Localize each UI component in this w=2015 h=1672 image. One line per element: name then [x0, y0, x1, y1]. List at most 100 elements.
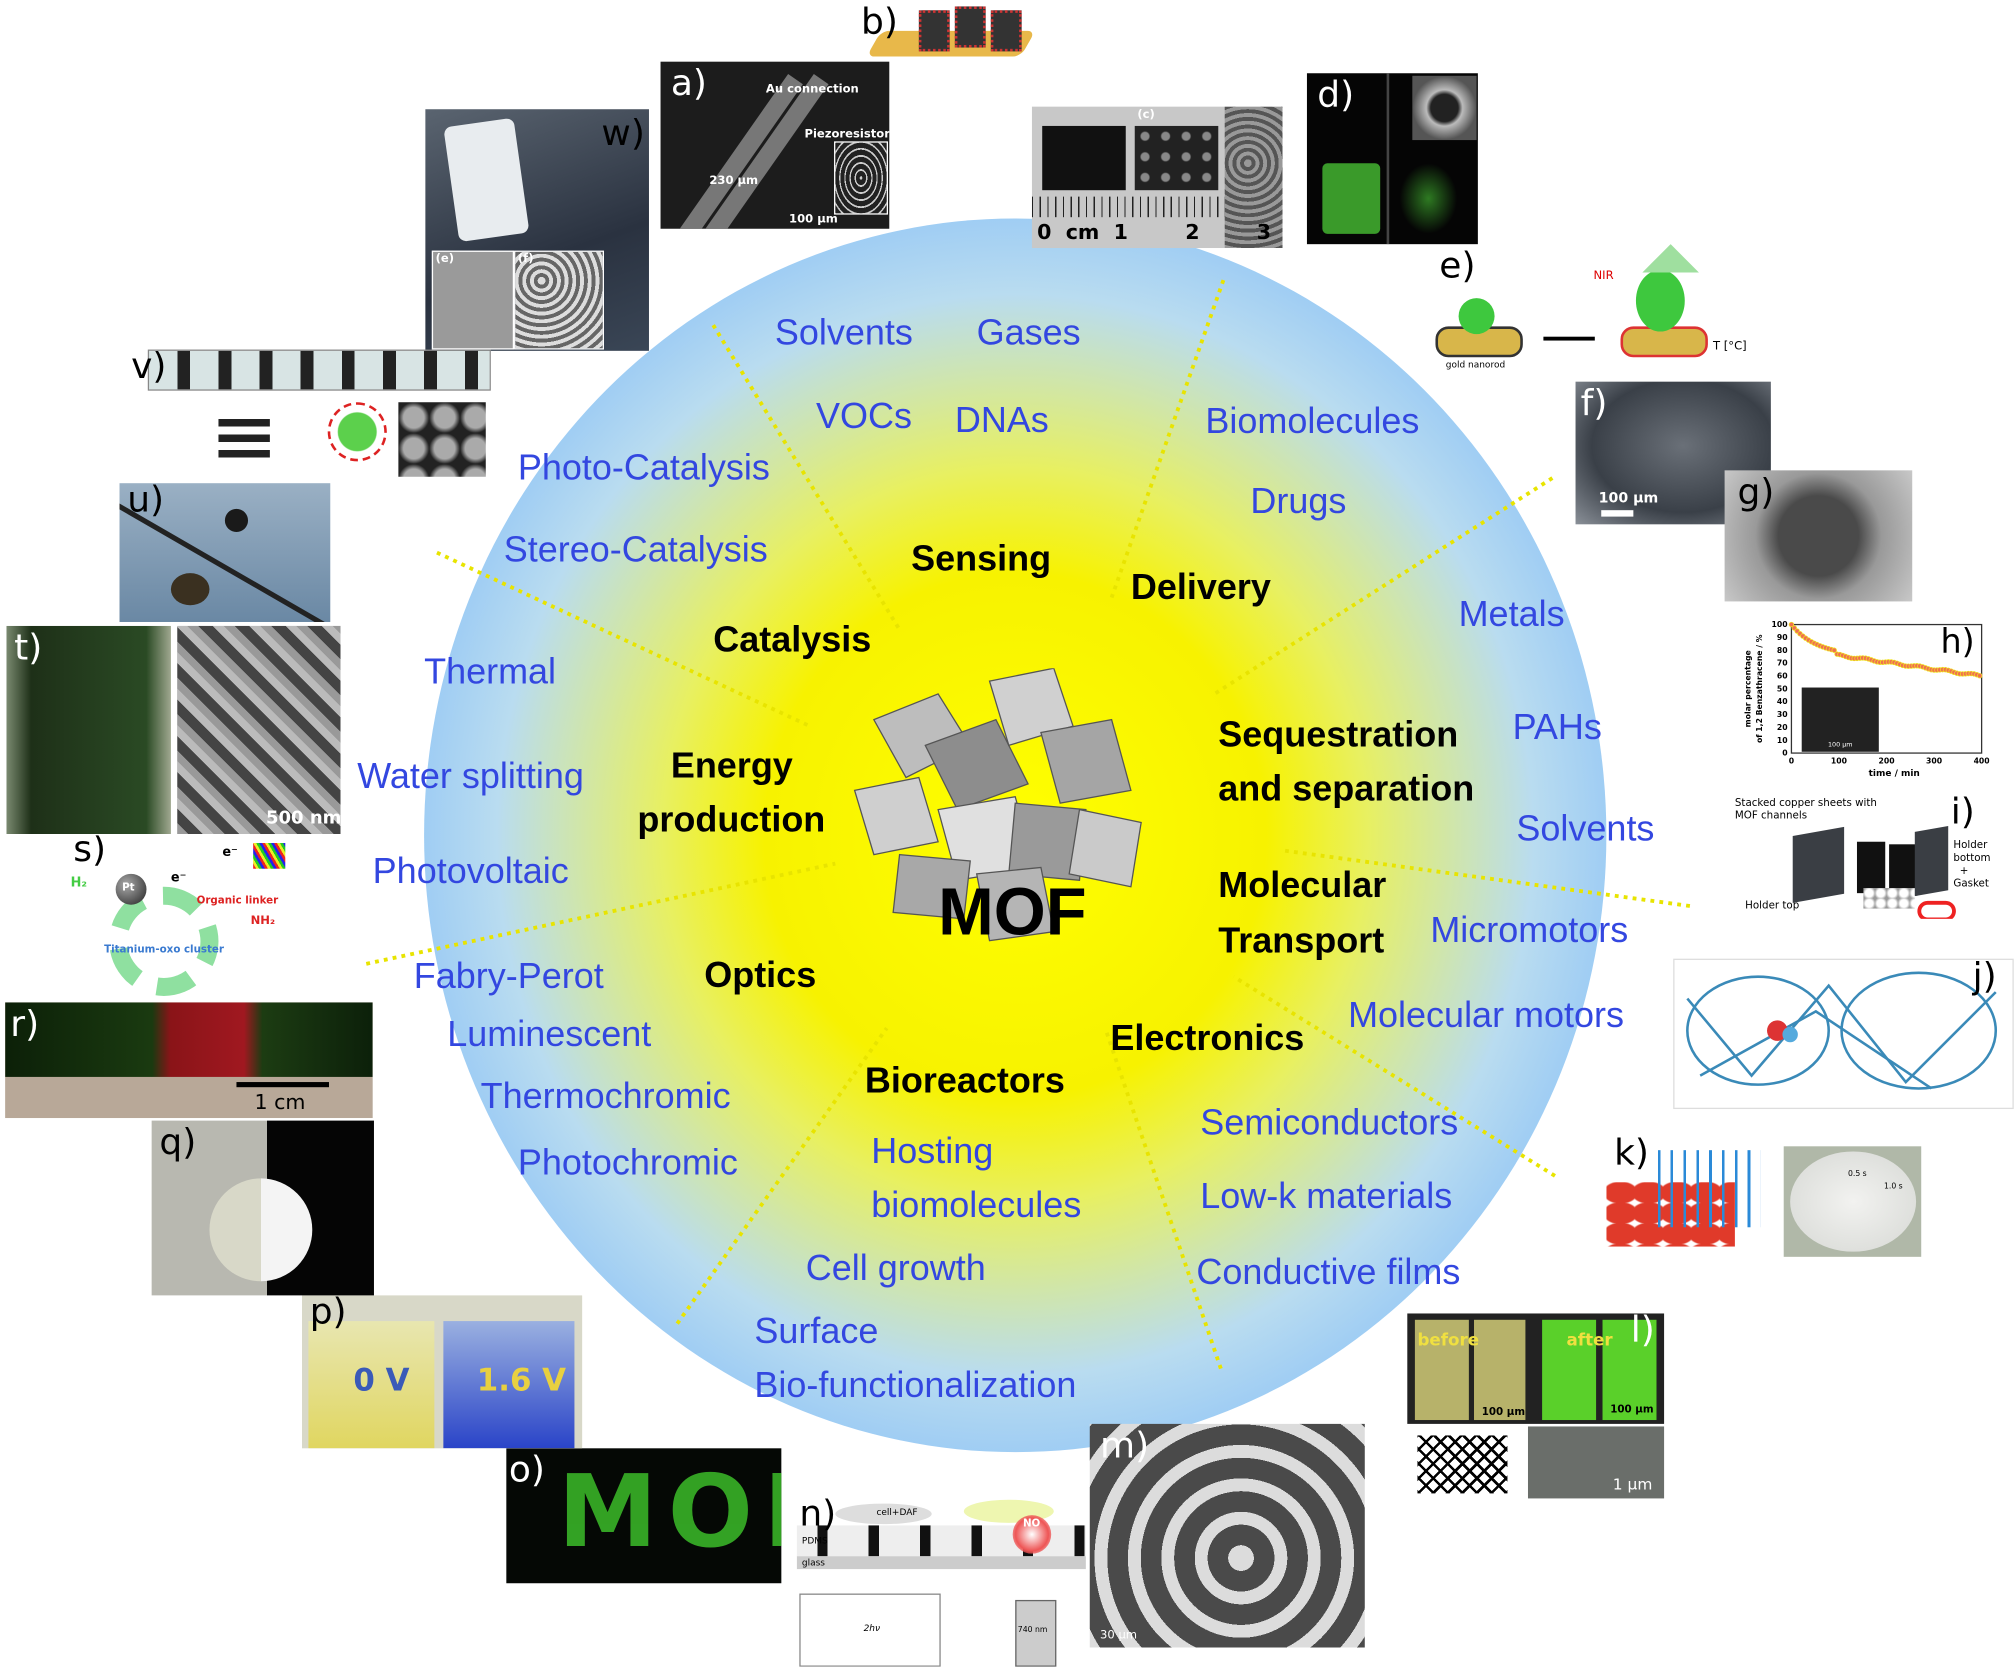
- spoke: [1213, 476, 1554, 696]
- data-point: [1788, 621, 1795, 628]
- label-au-connection: Au connection: [765, 83, 859, 97]
- scale-label: 100 µm: [1481, 1405, 1526, 1418]
- voltage-label-1-6: 1.6 V: [476, 1362, 567, 1399]
- label-time-0-5: 0.5 s: [1847, 1169, 1867, 1179]
- panel-letter: q): [159, 1120, 197, 1164]
- scale-label: 1 µm: [1612, 1475, 1653, 1494]
- category-transport-line2: Transport: [1218, 920, 1385, 960]
- panel-letter: m): [1100, 1423, 1150, 1467]
- label-vocs: VOCs: [816, 395, 913, 436]
- panel-letter: p): [309, 1295, 347, 1333]
- y-tick-label: 70: [1777, 659, 1788, 668]
- panel-r: 1 cm r): [5, 1002, 373, 1119]
- panel-letter: a): [670, 61, 707, 105]
- label-gases: Gases: [976, 312, 1081, 353]
- panel-w: (e) (f) w): [425, 109, 649, 351]
- label-stereo-catalysis: Stereo-Catalysis: [503, 529, 768, 570]
- label-temperature: T [°C]: [1713, 340, 1747, 354]
- panel-v: v): [129, 344, 491, 479]
- y-axis-label-line1: molar percentage: [1743, 650, 1752, 727]
- panel-o: MOF o): [506, 1448, 782, 1584]
- label-holder: Holder: [1953, 839, 1988, 851]
- panel-letter: f): [1580, 381, 1608, 425]
- label-titanium-oxo-cluster: Titanium-oxo cluster: [104, 943, 224, 955]
- panel-letter: s): [73, 835, 107, 871]
- label-solvents-separation: Solvents: [1516, 808, 1655, 849]
- y-tick-label: 40: [1777, 697, 1788, 706]
- label-water-splitting: Water splitting: [357, 755, 584, 796]
- label-holder-top: Holder top: [1745, 899, 1800, 912]
- panel-s: s) Pt H₂ e⁻ e⁻ Organic linker NH₂ Titani…: [58, 835, 289, 1002]
- label-cell-growth: Cell growth: [805, 1247, 986, 1288]
- label-nh2: NH₂: [250, 914, 276, 928]
- panel-l: before after 100 µm 100 µm 1 µm l): [1407, 1313, 1665, 1499]
- label-organic-linker: Organic linker: [196, 894, 279, 906]
- y-tick-label: 80: [1777, 646, 1788, 655]
- panel-n: n) cell+DAF PDMS glass NO 2hν 740 nm: [796, 1497, 1086, 1667]
- panel-i: Stacked copper sheets with MOF channels …: [1735, 790, 1998, 919]
- label-electron: e⁻: [170, 871, 187, 886]
- inset-sem-image: [1801, 687, 1879, 752]
- panel-letter: w): [601, 111, 645, 155]
- x-tick-label: 100: [1831, 756, 1847, 765]
- label-wavelength: 740 nm: [1017, 1625, 1048, 1635]
- scale-bar-label: 1 cm: [254, 1089, 306, 1115]
- label-drugs: Drugs: [1250, 480, 1347, 521]
- label-plus: +: [1959, 864, 1969, 877]
- panel-letter: u): [127, 483, 165, 521]
- label-micromotors: Micromotors: [1430, 909, 1629, 950]
- spoke: [1232, 975, 1556, 1178]
- panel-letter: n): [799, 1497, 837, 1535]
- panel-q: q): [151, 1120, 374, 1296]
- label-hosting-biomolecules: biomolecules: [871, 1184, 1082, 1225]
- spoke: [436, 550, 811, 728]
- panel-c: (c) 0 cm 1 2 3: [1031, 106, 1283, 249]
- category-optics: Optics: [704, 954, 817, 995]
- panel-letter: t): [14, 625, 43, 669]
- category-bioreactors: Bioreactors: [864, 1060, 1065, 1101]
- label-before: before: [1417, 1331, 1480, 1351]
- label-photochromic: Photochromic: [517, 1142, 738, 1183]
- label-scale-230: 230 µm: [709, 174, 759, 188]
- panel-letter: b): [861, 0, 898, 43]
- panel-b: b): [848, 0, 1038, 60]
- category-catalysis: Catalysis: [713, 619, 872, 660]
- label-semiconductors: Semiconductors: [1200, 1102, 1459, 1143]
- label-bio-functionalization: Bio-functionalization: [754, 1364, 1077, 1405]
- x-tick-label: 300: [1926, 756, 1942, 765]
- label-molecular-motors: Molecular motors: [1348, 994, 1625, 1035]
- panel-letter: g): [1737, 470, 1775, 513]
- category-sensing: Sensing: [911, 538, 1052, 579]
- label-solvents-sensing: Solvents: [774, 312, 913, 353]
- x-axis-label: time / min: [1869, 769, 1920, 779]
- y-tick-label: 100: [1771, 620, 1787, 629]
- y-tick-label: 50: [1777, 684, 1788, 693]
- label-bottom: bottom: [1953, 852, 1991, 864]
- label-after: after: [1566, 1331, 1613, 1351]
- panel-t: 500 nm t): [6, 625, 341, 835]
- label-photo-catalysis: Photo-Catalysis: [517, 447, 770, 488]
- inset-label-f: (f): [517, 253, 534, 267]
- label-gold-nanorod: gold nanorod: [1445, 359, 1506, 371]
- label-biomolecules: Biomolecules: [1205, 400, 1420, 441]
- category-sequestration-line2: and separation: [1218, 768, 1475, 809]
- ruler-scale: 0 cm 1 2 3: [1037, 219, 1272, 245]
- label-pt: Pt: [122, 881, 135, 894]
- spoke: [711, 324, 902, 631]
- label-time-1-0: 1.0 s: [1883, 1182, 1903, 1192]
- panel-letter: o): [508, 1448, 545, 1491]
- y-tick-label: 60: [1777, 672, 1788, 681]
- fluorescent-mof-pattern: MOF: [557, 1454, 782, 1571]
- label-cell-daf: cell+DAF: [876, 1507, 918, 1518]
- category-sequestration-line1: Sequestration: [1218, 714, 1459, 755]
- x-tick-label: 0: [1789, 756, 1794, 765]
- panel-e: e) gold nanorod NIR T [°C]: [1430, 244, 1777, 378]
- label-photovoltaic: Photovoltaic: [372, 850, 569, 891]
- spoke: [1109, 279, 1226, 599]
- label-nir: NIR: [1593, 269, 1614, 283]
- panel-k: k) 0.5 s 1.0 s: [1606, 1131, 1927, 1260]
- label-surface: Surface: [754, 1310, 879, 1351]
- y-tick-label: 0: [1782, 749, 1787, 758]
